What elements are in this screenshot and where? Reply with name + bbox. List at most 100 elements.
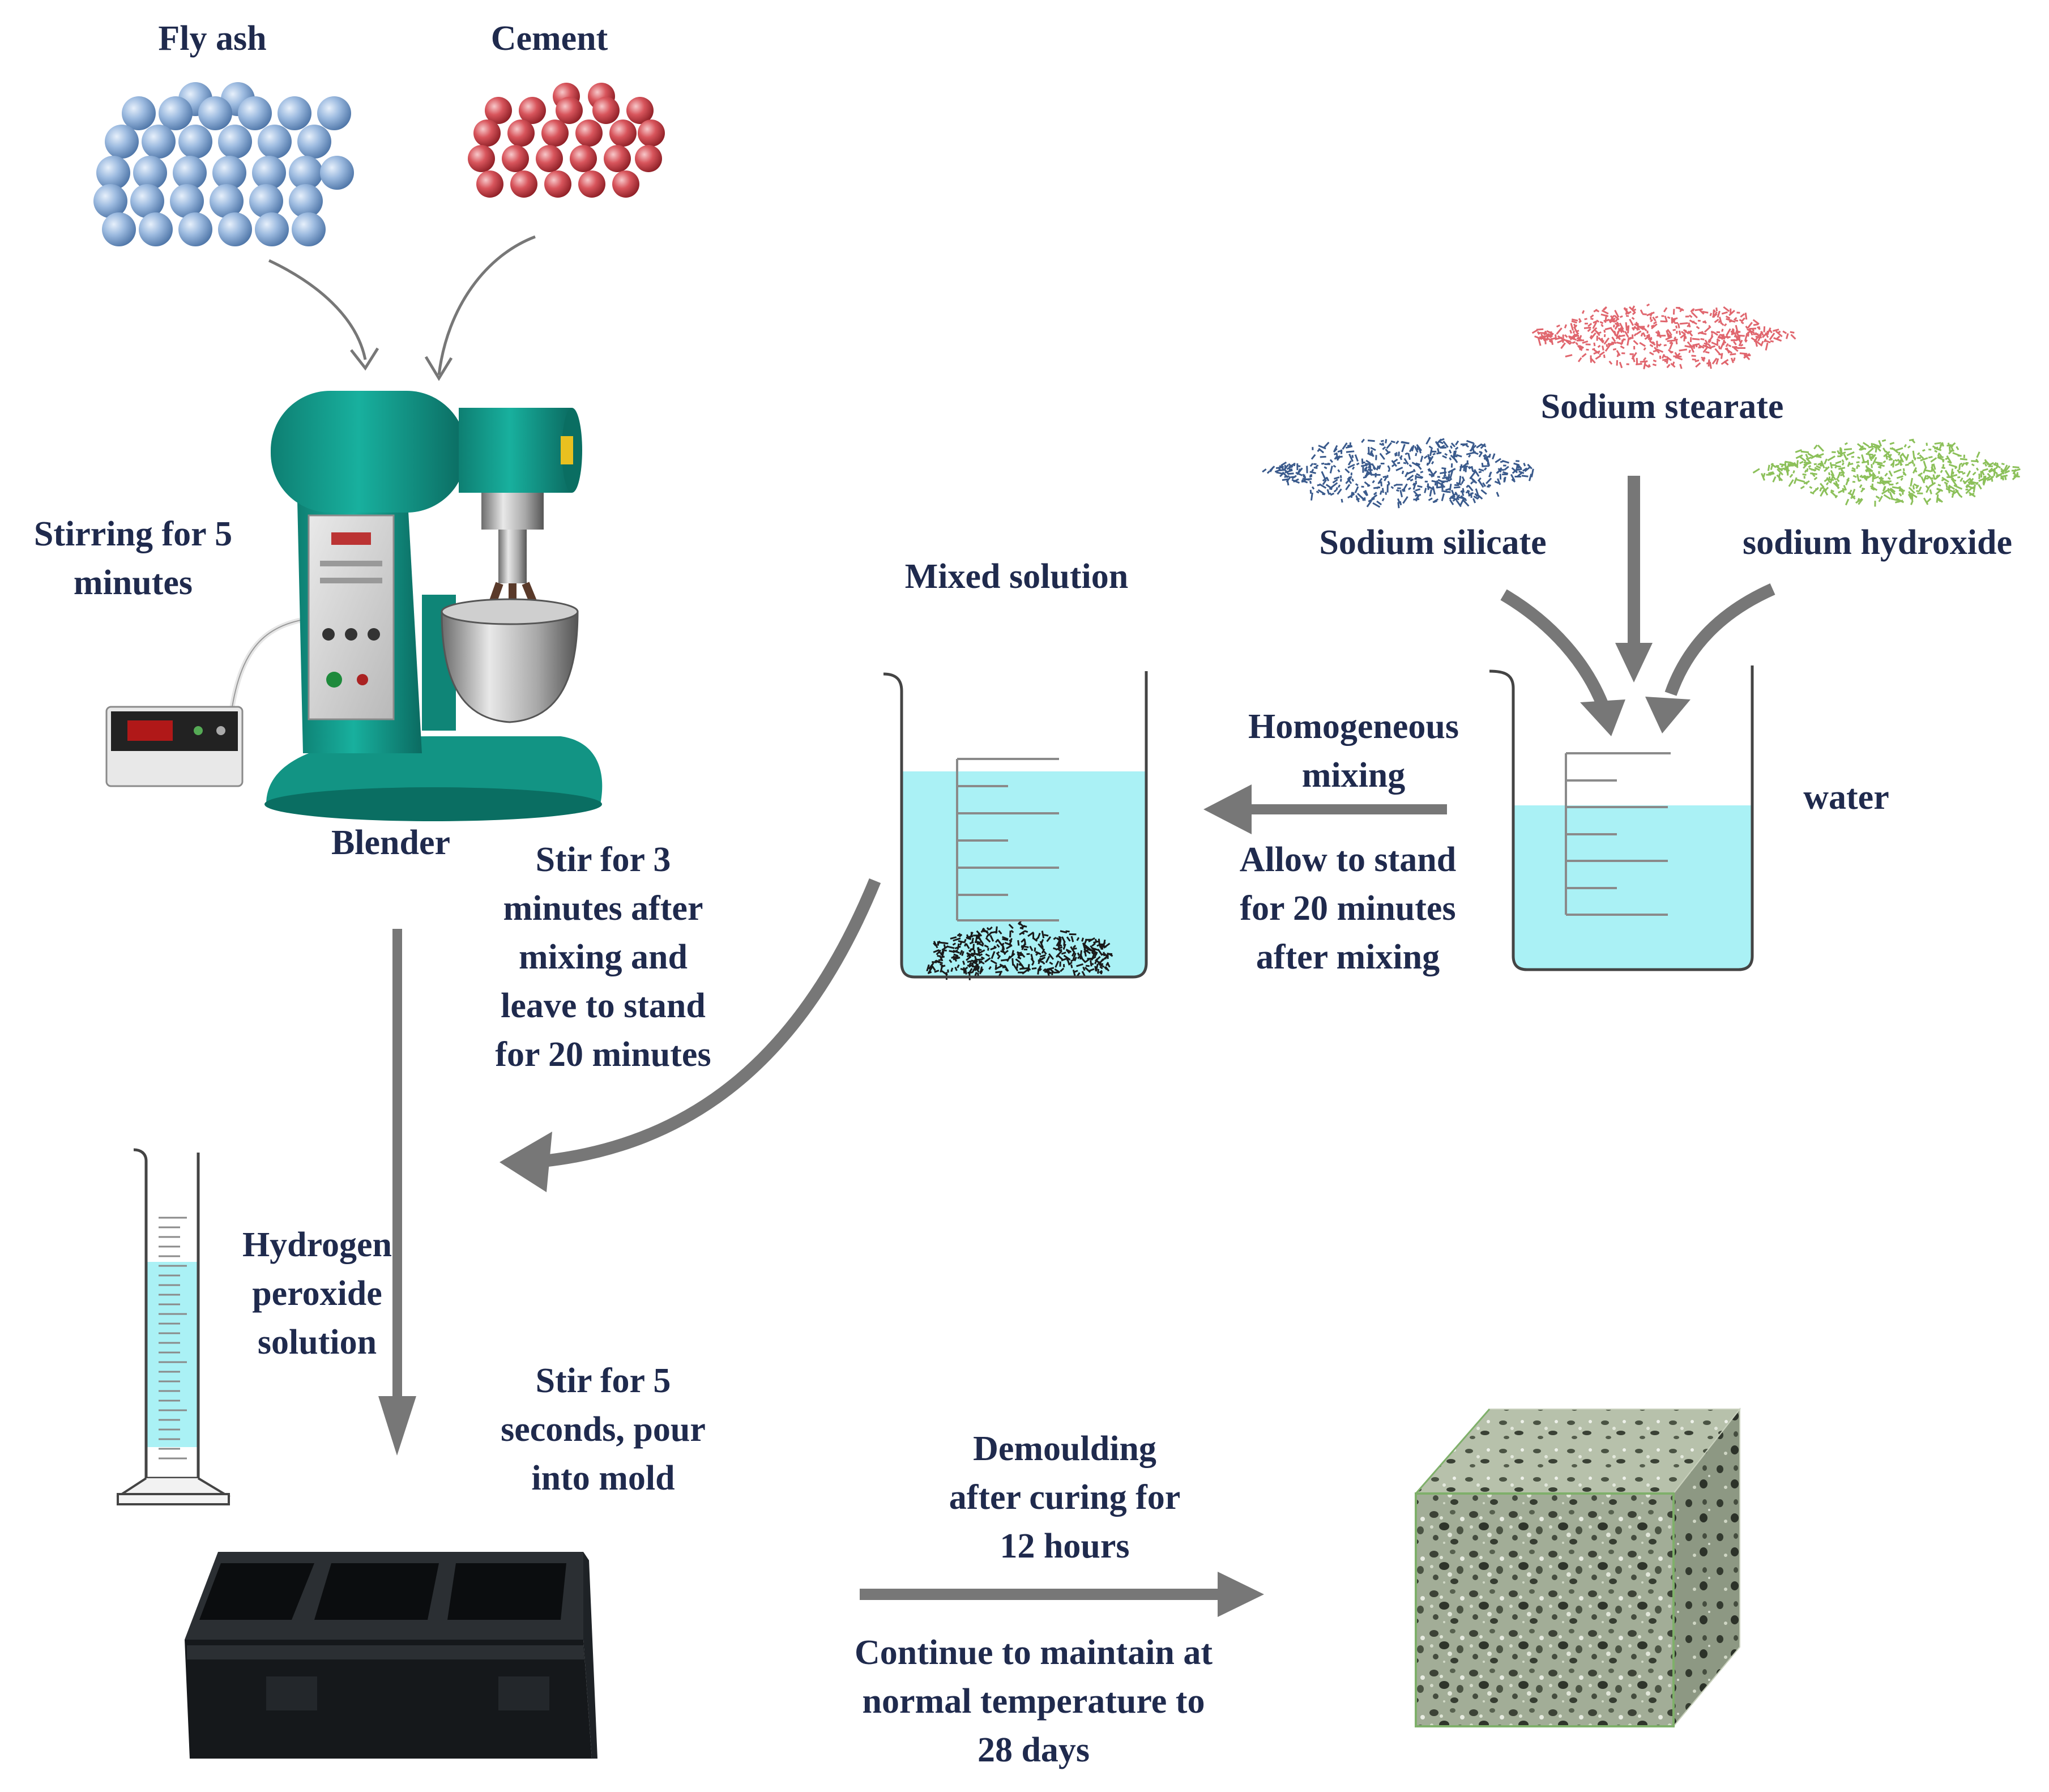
chemical-grain (1450, 446, 1452, 449)
cement-particles (468, 83, 665, 198)
chemical-grain (1626, 322, 1627, 331)
chemical-grain (1561, 343, 1565, 349)
chemical-grain (1588, 329, 1591, 331)
chemical-grain (1892, 487, 1900, 488)
chemical-grain (1882, 440, 1886, 441)
chemical-grain (1801, 487, 1804, 489)
chemical-grain (1920, 458, 1928, 461)
fly-ash-particle (122, 96, 156, 130)
chemical-grain (1582, 353, 1586, 357)
chemical-grain (1373, 487, 1380, 488)
chemical-grain (1653, 360, 1656, 361)
chemical-grain (1662, 355, 1664, 359)
chemical-grain (1794, 471, 1795, 473)
chemical-grain (1403, 497, 1407, 504)
chemical-grain (1442, 456, 1447, 458)
chemical-grain (1709, 360, 1710, 362)
chemical-grain (1428, 498, 1432, 501)
label-stirring-5-minutes: Stirring for 5 minutes (11, 510, 255, 607)
chemical-grain (1852, 468, 1855, 470)
chemical-grain (1851, 470, 1855, 471)
chemical-grain (1386, 451, 1390, 454)
chemical-grain (1651, 326, 1654, 327)
chemical-grain (1394, 484, 1397, 486)
fly-ash-particle (238, 96, 272, 130)
chemical-grain (1503, 472, 1508, 473)
chemical-grain (1495, 459, 1501, 463)
chemical-grain (1616, 343, 1621, 344)
chemical-grain (1664, 308, 1667, 312)
chemical-grain (1744, 355, 1751, 356)
chemical-grain (1788, 464, 1796, 465)
chemical-grain (1413, 499, 1419, 500)
chemical-grain (1884, 495, 1890, 499)
chemical-grain (1916, 491, 1919, 492)
chemical-grain (1791, 335, 1795, 339)
chemical-grain (1723, 307, 1729, 312)
chemical-grain (1478, 478, 1481, 481)
chemical-grain (1574, 335, 1580, 336)
chemical-grain (1405, 453, 1408, 454)
chemical-grain (1719, 345, 1720, 349)
chemical-grain (1731, 358, 1733, 363)
chemical-grain (1462, 480, 1464, 484)
chemical-grain (1440, 442, 1443, 443)
chemical-grain (1962, 473, 1965, 474)
chemical-grain (1845, 443, 1848, 445)
chemical-grain (1935, 443, 1941, 444)
chemical-grain (1807, 468, 1808, 472)
chemical-grain (1838, 473, 1840, 478)
fly-ash-particle (178, 125, 212, 159)
sediment-grain (1017, 963, 1018, 968)
sediment-grain (1082, 938, 1083, 941)
chemical-grain (1945, 470, 1949, 476)
chemical-grain (1896, 448, 1903, 450)
chemical-grain (1858, 444, 1863, 448)
chemical-grain (1764, 326, 1765, 332)
chemical-grain (1479, 469, 1484, 471)
chemical-grain (1582, 342, 1588, 343)
chemical-grain (2017, 472, 2018, 476)
chemical-grain (1863, 442, 1869, 446)
chemical-grain (1727, 348, 1729, 353)
chemical-grain (1388, 466, 1390, 469)
chemical-grain (1435, 483, 1436, 485)
chemical-grain (1883, 487, 1885, 491)
sediment-grain (974, 950, 975, 953)
cement-particle (536, 145, 563, 172)
chemical-grain (1697, 327, 1700, 329)
chemical-grain (1640, 361, 1648, 362)
chemical-grain (1776, 336, 1779, 339)
cement-particle (541, 120, 569, 147)
sediment-grain (1002, 939, 1008, 940)
sediment-grain (1010, 931, 1011, 937)
chemical-grain (1909, 462, 1912, 464)
cement-particle (604, 145, 631, 172)
chemical-grain (1310, 472, 1316, 473)
fly-ash-particle (255, 212, 289, 246)
chemical-grain (1312, 455, 1315, 459)
chemical-grain (1430, 489, 1431, 496)
chemical-grain (1331, 483, 1337, 488)
sediment-grain (1024, 931, 1028, 932)
sediment-grain (1044, 935, 1048, 936)
chemical-grain (1949, 464, 1956, 467)
chemical-grain (2000, 478, 2004, 479)
chemical-grain (1795, 450, 1802, 452)
chemical-grain (1856, 462, 1860, 463)
chemical-grain (1262, 469, 1266, 472)
chemical-grain (1801, 451, 1809, 452)
fly-ash-particle (292, 212, 326, 246)
sediment-grain (944, 950, 947, 951)
foamed-concrete-block (1416, 1409, 1740, 1726)
chemical-grain (1408, 453, 1410, 460)
chemical-grain (1903, 454, 1907, 460)
chemical-grain (1385, 449, 1388, 453)
chemical-grain (1365, 473, 1369, 476)
chemical-grain (1977, 452, 1979, 458)
chemical-grain (1789, 480, 1794, 487)
chemical-grain (1650, 352, 1654, 355)
sediment-grain (976, 935, 977, 942)
sediment-grain (1091, 961, 1092, 967)
fly-ash-particle (142, 125, 176, 159)
